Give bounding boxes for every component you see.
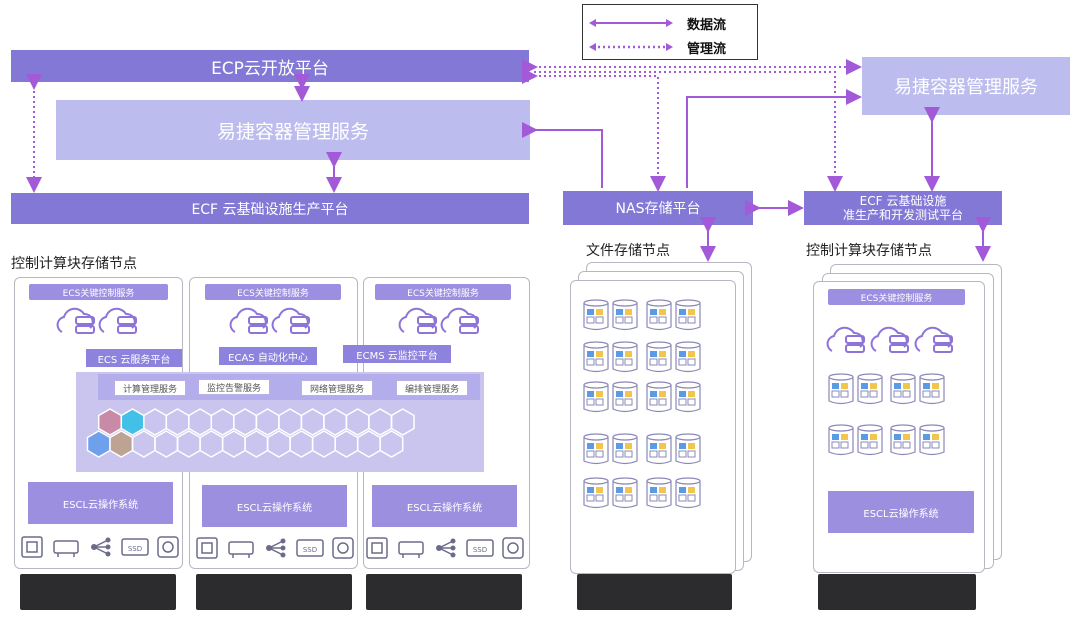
server-rack-5 xyxy=(818,574,976,610)
storage-disk-icon xyxy=(890,424,916,456)
storage-disk-icon xyxy=(646,341,672,373)
network-icon xyxy=(436,538,456,558)
svg-text:SSD: SSD xyxy=(473,546,487,554)
ecf-test-platform: ECF 云基础设施 准生产和开发测试平台 xyxy=(804,191,1002,225)
memory-icon xyxy=(53,540,79,557)
svg-text:SSD: SSD xyxy=(128,545,142,553)
container-mgmt-service-right: 易捷容器管理服务 xyxy=(862,57,1070,115)
storage-disk-icon xyxy=(612,477,638,509)
storage-disk-icon xyxy=(675,381,701,413)
ecp-platform: ECP云开放平台 xyxy=(11,50,529,82)
cloud-server-icon xyxy=(56,307,95,334)
memory-icon xyxy=(228,541,254,558)
os-block-1: ESCL云操作系统 xyxy=(28,482,173,524)
hex-grid xyxy=(86,408,415,458)
os-block-4: ESCL云操作系统 xyxy=(828,491,974,533)
memory-icon xyxy=(398,541,424,558)
storage-disk-icon xyxy=(828,373,854,405)
disk-icon xyxy=(502,537,524,559)
server-rack-2 xyxy=(196,574,352,610)
ssd-icon: SSD xyxy=(296,539,324,557)
server-rack-4 xyxy=(577,574,732,610)
cloud-server-icon xyxy=(914,326,953,353)
container-mgmt-service-main: 易捷容器管理服务 xyxy=(56,100,530,160)
storage-disk-icon xyxy=(890,373,916,405)
ecs-platform-tag: ECS 云服务平台 xyxy=(86,349,182,367)
storage-disk-icon xyxy=(583,341,609,373)
storage-disk-icon xyxy=(919,424,945,456)
legend-lines xyxy=(589,19,673,51)
cpu-icon xyxy=(196,537,218,559)
key-ctrl-chip-4: ECS关键控制服务 xyxy=(828,289,965,305)
compute-mgmt-service: 计算管理服务 xyxy=(114,380,186,396)
ecf-test-line1: ECF 云基础设施 xyxy=(859,194,947,208)
storage-disk-icon xyxy=(583,299,609,331)
storage-disk-icon xyxy=(828,424,854,456)
orchestration-mgmt-service: 编排管理服务 xyxy=(396,380,468,396)
hex-cell xyxy=(379,430,404,458)
storage-disk-icon xyxy=(675,341,701,373)
cpu-icon xyxy=(21,536,43,558)
ecms-tag: ECMS 云监控平台 xyxy=(343,345,451,363)
server-rack-3 xyxy=(366,574,522,610)
nas-storage-platform: NAS存储平台 xyxy=(563,191,753,225)
cloud-server-icon xyxy=(98,307,137,334)
os-block-2: ESCL云操作系统 xyxy=(202,485,347,527)
ecf-test-line2: 准生产和开发测试平台 xyxy=(842,208,963,222)
cloud-server-icon xyxy=(398,307,437,334)
ecas-tag: ECAS 自动化中心 xyxy=(219,347,317,365)
legend-data-flow: 数据流 xyxy=(687,18,727,33)
storage-disk-icon xyxy=(675,433,701,465)
storage-disk-icon xyxy=(646,299,672,331)
cloud-server-icon xyxy=(271,307,310,334)
file-group-title: 文件存储节点 xyxy=(586,243,670,259)
monitor-alert-service: 监控告警服务 xyxy=(198,379,270,395)
storage-disk-icon xyxy=(857,424,883,456)
storage-disk-icon xyxy=(646,381,672,413)
storage-disk-icon xyxy=(583,381,609,413)
storage-disk-icon xyxy=(919,373,945,405)
storage-disk-icon xyxy=(646,477,672,509)
storage-disk-icon xyxy=(583,477,609,509)
right-group-title: 控制计算块存储节点 xyxy=(806,243,932,259)
cloud-server-icon xyxy=(440,307,479,334)
network-icon xyxy=(266,538,286,558)
key-ctrl-chip-1: ECS关键控制服务 xyxy=(29,284,168,300)
storage-disk-icon xyxy=(646,433,672,465)
cpu-icon xyxy=(366,537,388,559)
key-ctrl-chip-2: ECS关键控制服务 xyxy=(205,284,341,300)
ecf-production-platform: ECF 云基础设施生产平台 xyxy=(11,193,529,224)
ssd-icon: SSD xyxy=(466,539,494,557)
legend: 数据流 管理流 xyxy=(582,4,758,60)
storage-disk-icon xyxy=(612,299,638,331)
storage-disk-icon xyxy=(675,477,701,509)
storage-disk-icon xyxy=(612,433,638,465)
cloud-server-icon xyxy=(870,326,909,353)
key-ctrl-chip-3: ECS关键控制服务 xyxy=(375,284,511,300)
storage-disk-icon xyxy=(583,433,609,465)
left-group-title: 控制计算块存储节点 xyxy=(11,256,137,272)
svg-text:SSD: SSD xyxy=(303,546,317,554)
storage-disk-icon xyxy=(612,381,638,413)
cloud-server-icon xyxy=(826,326,865,353)
disk-icon xyxy=(332,537,354,559)
ssd-icon: SSD xyxy=(121,538,149,556)
cloud-server-icon xyxy=(229,307,268,334)
storage-disk-icon xyxy=(612,341,638,373)
disk-icon xyxy=(157,536,179,558)
server-rack-1 xyxy=(20,574,176,610)
storage-disk-icon xyxy=(857,373,883,405)
hex-cell xyxy=(390,408,415,436)
os-block-3: ESCL云操作系统 xyxy=(372,485,517,527)
legend-mgmt-flow: 管理流 xyxy=(687,42,727,57)
network-icon xyxy=(91,537,111,557)
network-mgmt-service: 网络管理服务 xyxy=(301,380,373,396)
storage-disk-icon xyxy=(675,299,701,331)
